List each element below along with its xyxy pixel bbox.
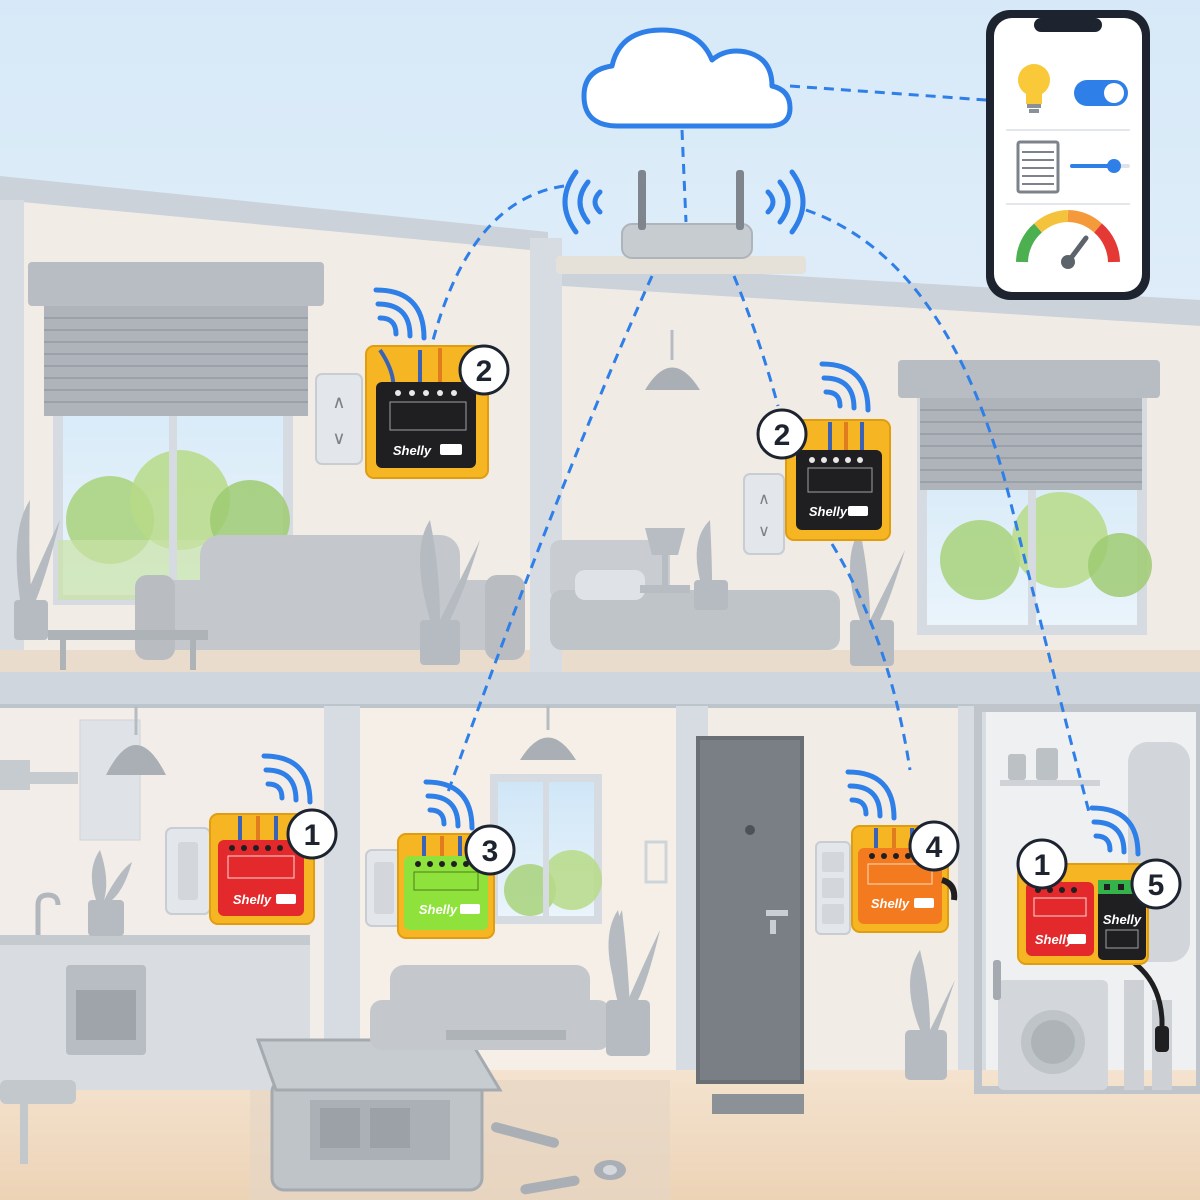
column-1 bbox=[324, 706, 360, 1100]
phone-notch bbox=[1034, 18, 1102, 32]
device-badge-utility-5: 5 bbox=[1130, 858, 1182, 910]
device-badge-living: 3 bbox=[464, 824, 516, 876]
kitchen bbox=[0, 706, 626, 1195]
device-orange-hallway[interactable]: Shelly bbox=[851, 825, 958, 933]
link-router-device-3 bbox=[446, 275, 654, 793]
toolbox bbox=[255, 1038, 503, 1192]
device-wifi-icon bbox=[1089, 805, 1141, 857]
blinds-switch-upper-right[interactable]: ∧ ∨ bbox=[743, 473, 785, 555]
lower-living-room bbox=[365, 706, 660, 1056]
door-handle[interactable] bbox=[766, 910, 788, 916]
blind-slats-left bbox=[44, 306, 308, 416]
roof-left bbox=[0, 176, 548, 252]
tools-on-floor bbox=[491, 1122, 626, 1195]
router-wifi-right-icon bbox=[765, 169, 806, 235]
phone-screen bbox=[994, 18, 1142, 292]
plant-upper-left bbox=[14, 500, 60, 640]
device-badge-number: 5 bbox=[1148, 869, 1165, 902]
pendant-lamp-kitchen bbox=[106, 706, 166, 775]
pendant-lamp-living bbox=[520, 706, 576, 760]
device-black-upper-left[interactable]: Shelly bbox=[365, 345, 489, 479]
ceiling-lamp-bedroom bbox=[645, 330, 700, 390]
floor-slab-edge bbox=[0, 704, 1200, 708]
blinds-switch-upper-left[interactable]: ∧ ∨ bbox=[315, 373, 363, 465]
blind-slats-right bbox=[920, 398, 1142, 490]
device-badge-number: 1 bbox=[1034, 849, 1051, 882]
plant-living-lower bbox=[606, 910, 660, 1056]
device-label: Shelly bbox=[871, 896, 910, 911]
roof-right bbox=[560, 262, 1200, 326]
device-badge-hallway: 4 bbox=[908, 820, 960, 872]
wifi-router-icon bbox=[556, 170, 806, 274]
device-badge-upper-left: 2 bbox=[458, 344, 510, 396]
svg-text:∨: ∨ bbox=[332, 428, 345, 449]
blind-position-slider[interactable] bbox=[1070, 159, 1130, 173]
upper-cabinet bbox=[79, 719, 141, 841]
device-badge-number: 1 bbox=[304, 819, 321, 852]
doormat bbox=[712, 1094, 804, 1114]
faucet bbox=[35, 892, 61, 935]
device-label: Shelly bbox=[1035, 932, 1074, 947]
device-label: Shelly bbox=[1103, 912, 1142, 927]
device-wifi-icon bbox=[373, 287, 427, 341]
light-toggle-switch[interactable] bbox=[1074, 80, 1128, 106]
device-badge-number: 2 bbox=[476, 355, 493, 388]
svg-text:∧: ∧ bbox=[332, 392, 345, 413]
hallway bbox=[611, 736, 955, 1114]
device-badge-kitchen: 1 bbox=[286, 808, 338, 860]
plant-hallway bbox=[611, 910, 955, 1080]
blind-box-right bbox=[898, 360, 1160, 398]
device-wifi-icon bbox=[423, 779, 475, 831]
gauge-icon bbox=[1016, 210, 1120, 269]
router-wifi-left-icon bbox=[562, 169, 603, 235]
device-label: Shelly bbox=[393, 443, 432, 458]
link-router-device-2b bbox=[732, 275, 780, 407]
upper-floor-surface-left bbox=[0, 650, 530, 672]
link-cloud-router bbox=[680, 129, 688, 223]
sofa-upper bbox=[135, 535, 525, 660]
svg-text:∧: ∧ bbox=[758, 489, 770, 508]
window-blind-icon bbox=[1016, 140, 1060, 194]
bed bbox=[550, 540, 840, 650]
device-badge-upper-right: 2 bbox=[756, 408, 808, 460]
link-device-2b-device-4 bbox=[830, 543, 912, 771]
device-wifi-icon bbox=[845, 769, 897, 821]
floor-slab bbox=[0, 672, 1200, 706]
light-switch-hallway[interactable] bbox=[815, 841, 851, 935]
device-wifi-icon bbox=[819, 361, 871, 413]
blind-box-left bbox=[28, 262, 324, 306]
lightbulb-icon bbox=[1018, 64, 1050, 113]
cloud-icon bbox=[581, 27, 793, 129]
device-black-upper-right[interactable]: Shelly bbox=[785, 419, 891, 541]
upper-living-room: ∧ ∨ bbox=[14, 262, 525, 670]
device-badge-number: 2 bbox=[774, 419, 791, 452]
svg-text:∨: ∨ bbox=[758, 521, 770, 540]
link-router-device-2a bbox=[430, 184, 565, 345]
device-badge-number: 3 bbox=[482, 835, 499, 868]
sensor-probe bbox=[1155, 1026, 1169, 1052]
device-black-green-utility[interactable]: Shelly bbox=[1098, 880, 1146, 960]
device-wifi-icon bbox=[261, 753, 313, 805]
device-badge-number: 4 bbox=[926, 831, 943, 864]
device-label: Shelly bbox=[419, 902, 458, 917]
network-links bbox=[430, 84, 1092, 817]
plant-kitchen bbox=[88, 850, 132, 936]
door-peephole bbox=[745, 825, 755, 835]
coffee-table-upper bbox=[48, 630, 208, 640]
upper-bedroom: ∧ ∨ bbox=[550, 330, 1160, 666]
kitchen-counter bbox=[0, 940, 310, 1090]
device-label: Shelly bbox=[233, 892, 272, 907]
device-badge-utility-1: 1 bbox=[1016, 838, 1068, 890]
bedside-lamp bbox=[640, 528, 690, 593]
smartphone bbox=[986, 10, 1150, 300]
plant-upper-right bbox=[420, 520, 480, 665]
device-label: Shelly bbox=[809, 504, 848, 519]
